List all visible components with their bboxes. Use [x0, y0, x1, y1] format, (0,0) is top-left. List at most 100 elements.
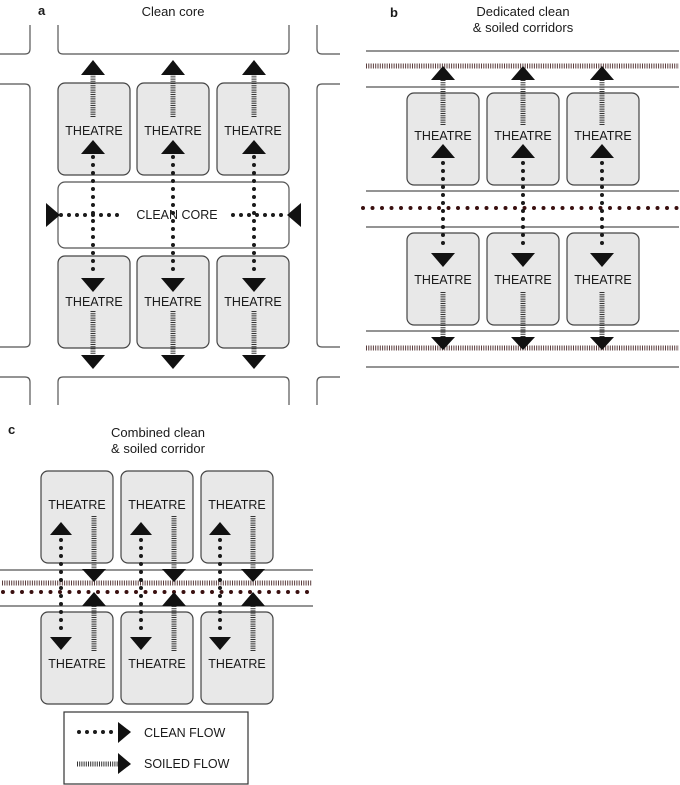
theatre-c1 [40, 470, 114, 564]
arrow-up-icon [590, 144, 614, 158]
panel-c: c Combined clean & soiled corridor THEAT… [0, 422, 314, 705]
theatre-a5 [136, 255, 210, 349]
theatre-a4 [57, 255, 131, 349]
theatre-b6-label: THEATRE [574, 273, 631, 287]
panel-c-letter: c [8, 422, 15, 437]
theatre-b3 [566, 92, 640, 186]
block-bottom-right [316, 376, 340, 405]
arrow-up-icon [81, 140, 105, 154]
arrow-down-icon [209, 637, 231, 650]
arrow-down-icon [590, 337, 614, 350]
theatre-a3-label: THEATRE [224, 124, 281, 138]
arrow-up-icon [242, 60, 266, 75]
theatre-c1-label: THEATRE [48, 498, 105, 512]
block-top-center [57, 25, 290, 55]
theatre-c2-label: THEATRE [128, 498, 185, 512]
block-bottom-center [57, 376, 290, 405]
theatre-b1-label: THEATRE [414, 129, 471, 143]
theatre-a1-label: THEATRE [65, 124, 122, 138]
arrow-up-icon [431, 66, 455, 80]
arrow-down-icon [431, 253, 455, 267]
legend-clean-flow: CLEAN FLOW [77, 722, 225, 743]
clean-flow-arrows-c [50, 522, 231, 650]
arrow-down-icon [50, 637, 72, 650]
theatre-b2-label: THEATRE [494, 129, 551, 143]
panel-a-title: Clean core [142, 4, 205, 19]
arrow-down-icon [590, 253, 614, 267]
block-mid-right [316, 83, 340, 348]
arrow-up-icon [241, 592, 265, 606]
theatre-c5-label: THEATRE [128, 657, 185, 671]
arrow-down-icon [511, 253, 535, 267]
arrow-down-icon [130, 637, 152, 650]
arrow-down-icon [81, 355, 105, 369]
arrow-down-icon [161, 278, 185, 292]
arrow-up-icon [242, 140, 266, 154]
panel-b-title-line1: Dedicated clean [476, 4, 569, 19]
arrow-down-icon [161, 355, 185, 369]
arrow-down-icon [242, 355, 266, 369]
panel-b-title-line2: & soiled corridors [473, 20, 574, 35]
arrow-up-icon [161, 140, 185, 154]
theatre-c2 [120, 470, 194, 564]
panel-b: b Dedicated clean & soiled corridors THE… [361, 4, 679, 368]
soiled-flow-arrows-down-a [81, 311, 266, 369]
arrow-down-icon [162, 569, 186, 582]
theatre-b3-label: THEATRE [574, 129, 631, 143]
arrow-up-icon [209, 522, 231, 535]
arrow-right-icon [118, 753, 131, 774]
arrow-up-icon [81, 60, 105, 75]
theatre-b5-label: THEATRE [494, 273, 551, 287]
arrow-down-icon [431, 337, 455, 350]
legend-box [63, 711, 249, 785]
soiled-flow-arrows-up-b [431, 66, 614, 125]
legend-clean-flow-label: CLEAN FLOW [144, 726, 225, 740]
legend: CLEAN FLOW SOILED FLOW [63, 711, 249, 785]
arrow-up-icon [162, 592, 186, 606]
theatre-c3-label: THEATRE [208, 498, 265, 512]
arrow-up-icon [431, 144, 455, 158]
arrow-down-icon [81, 278, 105, 292]
arrow-right-icon [46, 203, 60, 227]
theatre-c6-label: THEATRE [208, 657, 265, 671]
arrow-up-icon [511, 66, 535, 80]
clean-flow-arrows-a [46, 140, 301, 292]
panel-a: a Clean core THEATRE THEATRE THEATRE CLE… [0, 3, 340, 405]
panel-b-letter: b [390, 5, 398, 20]
block-bottom-left [0, 376, 31, 405]
block-top-right [316, 25, 340, 55]
theatre-a2-label: THEATRE [144, 124, 201, 138]
theatre-a6 [216, 255, 290, 349]
legend-soiled-flow: SOILED FLOW [77, 753, 230, 774]
arrow-down-icon [242, 278, 266, 292]
arrow-up-icon [161, 60, 185, 75]
arrow-up-icon [130, 522, 152, 535]
panel-c-title-line2: & soiled corridor [111, 441, 206, 456]
panel-a-letter: a [38, 3, 46, 18]
theatre-b4-label: THEATRE [414, 273, 471, 287]
block-mid-left [0, 83, 31, 348]
arrow-up-icon [50, 522, 72, 535]
theatre-a6-label: THEATRE [224, 295, 281, 309]
theatre-a4-label: THEATRE [65, 295, 122, 309]
arrow-left-icon [287, 203, 301, 227]
arrow-up-icon [82, 592, 106, 606]
theatre-c4-label: THEATRE [48, 657, 105, 671]
theatre-a5-label: THEATRE [144, 295, 201, 309]
legend-soiled-flow-label: SOILED FLOW [144, 757, 230, 771]
arrow-right-icon [118, 722, 131, 743]
arrow-up-icon [511, 144, 535, 158]
soiled-flow-arrows-c [82, 516, 265, 652]
clean-flow-arrows-b [431, 144, 614, 267]
soiled-flow-arrows-up-a [81, 60, 266, 117]
arrow-down-icon [82, 569, 106, 582]
arrow-up-icon [590, 66, 614, 80]
theatre-c3 [200, 470, 274, 564]
soiled-flow-arrows-down-b [431, 292, 614, 350]
panel-c-title-line1: Combined clean [111, 425, 205, 440]
block-top-left [0, 25, 31, 55]
arrow-down-icon [241, 569, 265, 582]
arrow-down-icon [511, 337, 535, 350]
clean-core-label: CLEAN CORE [136, 208, 217, 222]
